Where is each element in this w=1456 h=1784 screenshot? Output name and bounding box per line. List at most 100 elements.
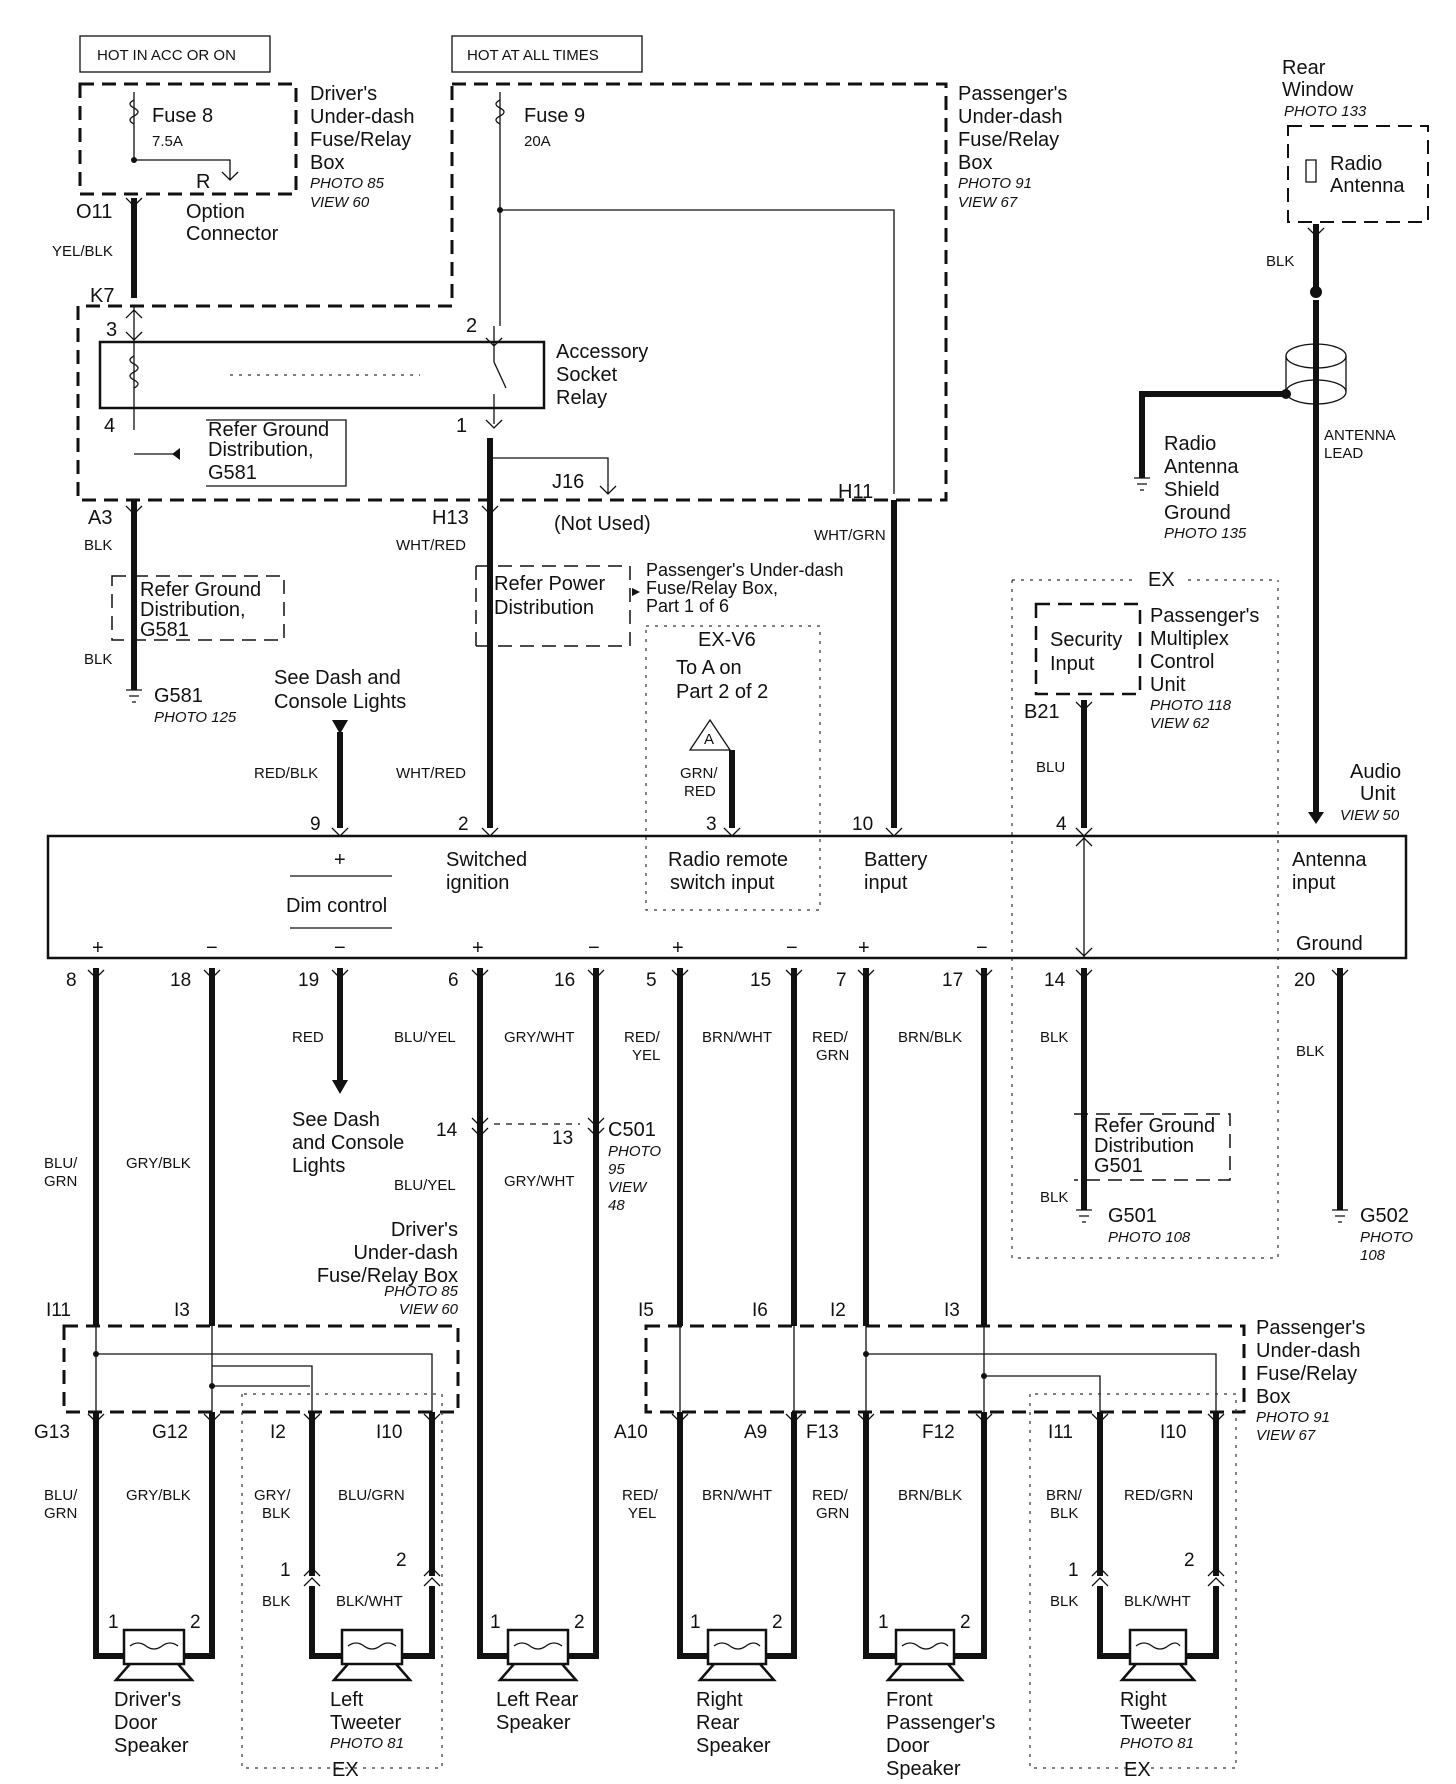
- relay-pin-4: 4: [104, 415, 115, 437]
- out-i11: I11: [1048, 1422, 1073, 1443]
- option-r: R: [196, 171, 210, 193]
- bpin-15: 15: [750, 970, 771, 991]
- c501-pin13: 13: [552, 1128, 573, 1149]
- in-i6: I6: [752, 1300, 768, 1321]
- wire-wht-red-h13: WHT/RED: [396, 537, 466, 554]
- fuse9-name: Fuse 9: [524, 105, 585, 127]
- hot-acc-note: HOT IN ACC OR ON: [97, 47, 236, 64]
- pol-17: −: [976, 937, 988, 959]
- speaker-icon-front-passenger: [863, 1628, 987, 1682]
- swire-10: RED/GRN: [1124, 1487, 1193, 1504]
- speaker-icon-left-rear: [477, 1420, 599, 1682]
- bpin-17: 17: [942, 970, 963, 991]
- swire-6: BRN/WHT: [702, 1487, 772, 1504]
- fuse9-icon: [495, 92, 505, 126]
- out-i10: I10: [376, 1422, 402, 1443]
- bpin-7: 7: [836, 970, 847, 991]
- wire-brn-blk: BRN/BLK: [898, 1029, 962, 1046]
- security-input-box: [1034, 602, 1142, 696]
- relay-coil-icon: [129, 355, 139, 389]
- ex-left: EX: [332, 1759, 359, 1781]
- fuse8-rating: 7.5A: [152, 133, 183, 150]
- pol-19: −: [334, 937, 346, 959]
- spk3-pin1: 1: [490, 1612, 501, 1633]
- swire-8: BRN/BLK: [898, 1487, 962, 1504]
- wire-red-grn: RED/GRN: [812, 1029, 849, 1064]
- accessory-socket-relay: [98, 340, 546, 410]
- spk5-pin1: 1: [878, 1612, 889, 1633]
- pin-h13: H13: [432, 507, 469, 529]
- ground-input: Ground: [1296, 933, 1363, 955]
- ltw-pin1: 1: [280, 1560, 291, 1581]
- c501-pin14: 14: [436, 1120, 458, 1141]
- wire-grn-red: GRN/RED: [680, 765, 718, 800]
- left-tweeter-photo: PHOTO 81: [330, 1735, 404, 1752]
- j16-not-used: (Not Used): [554, 513, 651, 535]
- wire-gry-wht: GRY/WHT: [504, 1029, 575, 1046]
- hot-acc-frame: [79, 35, 271, 73]
- wire-red-yel: RED/YEL: [624, 1029, 661, 1064]
- hot-all-note: HOT AT ALL TIMES: [467, 47, 599, 64]
- swire-4: BLU/GRN: [338, 1487, 405, 1504]
- dim-plus: +: [334, 849, 346, 871]
- g581-name: G581: [154, 685, 203, 707]
- ltw-blk: BLK: [262, 1593, 290, 1610]
- wire-blu: BLU: [1036, 759, 1065, 776]
- rtw-blk: BLK: [1050, 1593, 1078, 1610]
- in-i11: I11: [46, 1300, 71, 1321]
- spk4-pin1: 1: [690, 1612, 701, 1633]
- fuse8-icon: [129, 92, 139, 126]
- unit-pin-10: 10: [852, 814, 873, 835]
- ex-v6-title: EX-V6: [698, 629, 756, 651]
- swire-2: GRY/BLK: [126, 1487, 191, 1504]
- relay-pin-2: 2: [466, 315, 477, 337]
- g501-photo: PHOTO 108: [1108, 1229, 1191, 1246]
- speaker-icon-left-tweeter: [309, 1628, 435, 1682]
- spk5-pin2: 2: [960, 1612, 971, 1633]
- ground-icon-g501: [1076, 1209, 1092, 1223]
- passenger-fuse-box-low: [644, 1324, 1246, 1414]
- pin-k7: K7: [90, 285, 114, 307]
- pin-h11: H11: [838, 481, 873, 503]
- relay-switch-icon: [485, 326, 507, 429]
- bpin-20: 20: [1294, 970, 1315, 991]
- out-g13: G13: [34, 1422, 70, 1443]
- fuse8-name: Fuse 8: [152, 105, 213, 127]
- unit-pin-4: 4: [1056, 814, 1067, 835]
- pin-b21: B21: [1024, 701, 1060, 723]
- out-i10b: I10: [1160, 1422, 1186, 1443]
- ex-region-right: [1011, 580, 1279, 1259]
- bpin-16: 16: [554, 970, 575, 991]
- connector-a-marker: [688, 718, 732, 751]
- wire-blk-antenna: BLK: [1266, 253, 1294, 270]
- wire-blk-a3: BLK: [84, 537, 112, 554]
- swire-1: BLU/GRN: [44, 1487, 78, 1522]
- pin-o11: O11: [76, 201, 112, 223]
- pol-8: +: [92, 937, 104, 959]
- in-i3: I3: [174, 1300, 190, 1321]
- ground-icon-shield: [1134, 477, 1150, 491]
- speaker-icon-right-tweeter: [1097, 1628, 1219, 1682]
